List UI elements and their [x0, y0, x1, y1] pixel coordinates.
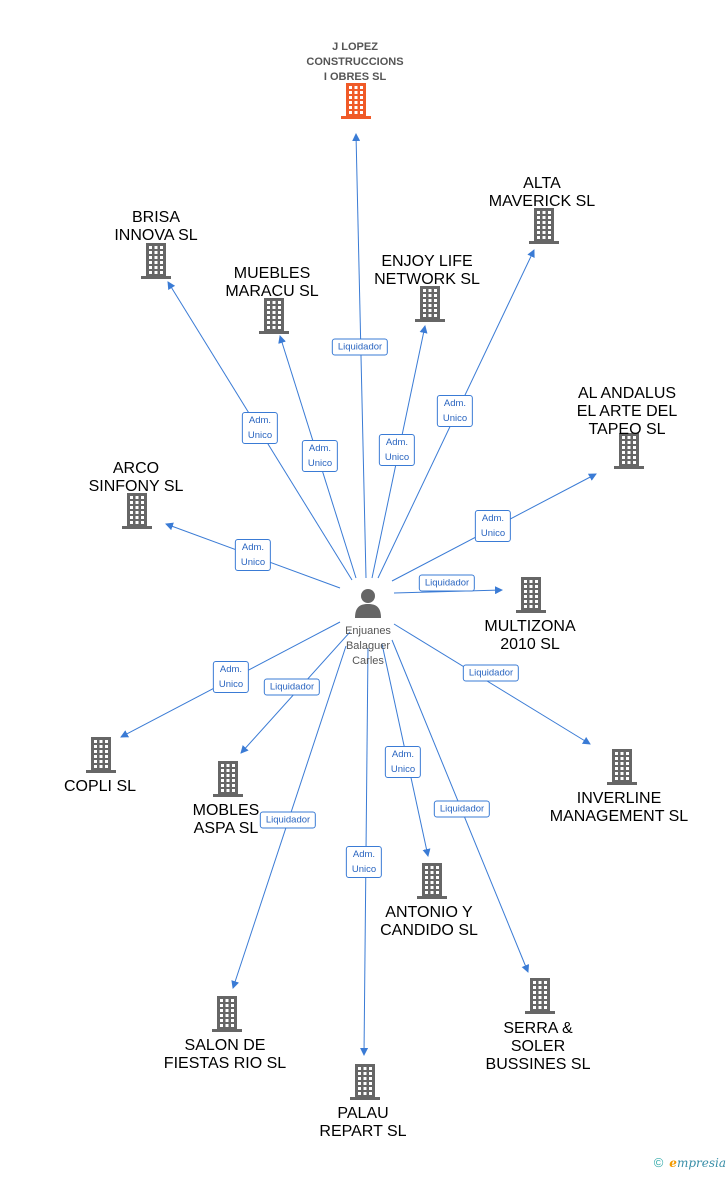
company-name: AL ANDALUS EL ARTE DEL TAPEO SL	[576, 385, 678, 438]
relation-label-copli[interactable]: Adm. Unico	[212, 661, 250, 693]
company-name: ARCO SINFONY SL	[88, 460, 184, 495]
relation-label-multizona[interactable]: Liquidador	[418, 574, 476, 592]
company-name: MULTIZONA 2010 SL	[484, 618, 576, 653]
building-icon	[141, 243, 171, 279]
company-name: ENJOY LIFE NETWORK SL	[374, 253, 480, 288]
relation-label-alandalus[interactable]: Adm. Unico	[474, 510, 512, 542]
company-name: ANTONIO Y CANDIDO SL	[380, 904, 478, 939]
relation-label-inverline[interactable]: Liquidador	[462, 664, 520, 682]
building-icon	[350, 1064, 380, 1100]
building-icon	[614, 433, 644, 469]
building-icon	[415, 286, 445, 322]
building-icon	[213, 761, 243, 797]
company-name: PALAU REPART SL	[319, 1105, 407, 1140]
building-icon	[212, 996, 242, 1032]
relation-label-alta[interactable]: Adm. Unico	[436, 395, 474, 427]
building-icon	[525, 978, 555, 1014]
building-icon	[86, 737, 116, 773]
relation-label-enjoy[interactable]: Adm. Unico	[378, 434, 416, 466]
company-name: SALON DE FIESTAS RIO SL	[163, 1037, 287, 1072]
building-icon	[122, 493, 152, 529]
relation-label-brisa[interactable]: Adm. Unico	[241, 412, 279, 444]
edge-multizona	[393, 586, 503, 595]
building-icon	[516, 577, 546, 613]
copyright-symbol: ©	[653, 1155, 664, 1170]
relation-label-palau[interactable]: Adm. Unico	[345, 846, 383, 878]
relation-label-salon[interactable]: Liquidador	[259, 811, 317, 829]
edge-inverline	[393, 623, 591, 745]
company-name: INVERLINE MANAGEMENT SL	[549, 790, 689, 825]
company-name: COPLI SL	[63, 778, 137, 795]
relation-label-muebles[interactable]: Adm. Unico	[301, 440, 339, 472]
building-icon	[259, 298, 289, 334]
person-name: Enjuanes Balaguer Carles	[345, 625, 391, 667]
person-icon	[355, 589, 381, 618]
company-name: BRISA INNOVA SL	[114, 209, 198, 244]
relation-label-mobles[interactable]: Liquidador	[263, 678, 321, 696]
relation-label-serra[interactable]: Liquidador	[433, 800, 491, 818]
relation-label-antonio[interactable]: Adm. Unico	[384, 746, 422, 778]
company-name: J LOPEZ CONSTRUCCIONS I OBRES SL	[306, 41, 404, 83]
building-icon	[607, 749, 637, 785]
relation-label-arco[interactable]: Adm. Unico	[234, 539, 272, 571]
relation-label-jlopez[interactable]: Liquidador	[331, 338, 389, 356]
company-name: SERRA & SOLER BUSSINES SL	[485, 1020, 591, 1073]
footer-brand: © empresia	[654, 1155, 726, 1170]
edge-jlopez	[352, 133, 367, 579]
company-name: ALTA MAVERICK SL	[488, 175, 596, 210]
building-icon	[529, 208, 559, 244]
company-name: MOBLES ASPA SL	[192, 802, 260, 837]
company-name: MUEBLES MARACU SL	[225, 265, 319, 300]
brand-initial: e	[669, 1156, 677, 1170]
building-icon	[417, 863, 447, 899]
brand-name: mpresia	[676, 1156, 726, 1170]
building-icon	[341, 83, 371, 119]
